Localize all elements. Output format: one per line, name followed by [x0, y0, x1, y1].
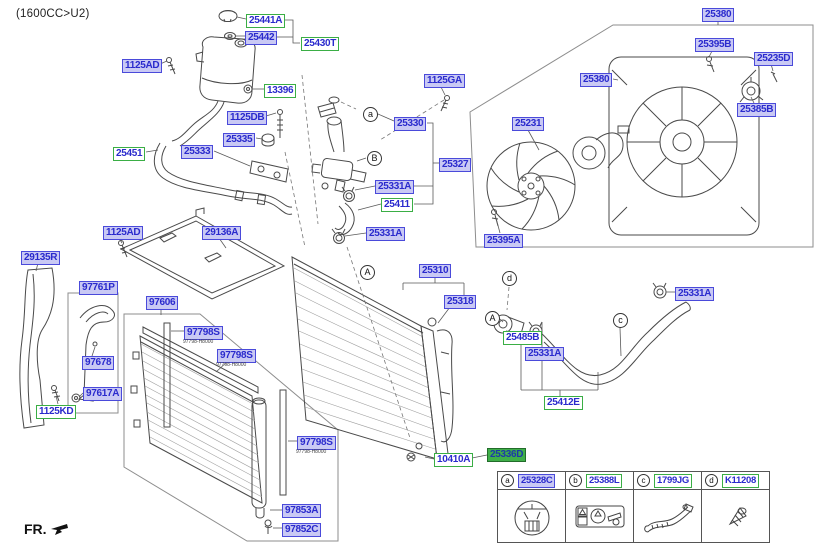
- reservoir-hose-drawing: [153, 142, 293, 215]
- legend-letter-c: c: [637, 474, 650, 487]
- legend-col-d: d K11208: [702, 472, 769, 542]
- callout-circle-A: A: [360, 265, 375, 280]
- part-label-25331A[interactable]: 25331A: [675, 287, 715, 301]
- legend-header-c: c 1799JG: [634, 472, 701, 490]
- callout-circle-c: c: [613, 313, 628, 328]
- part-label-25380[interactable]: 25380: [580, 73, 613, 87]
- part-label-25380[interactable]: 25380: [702, 8, 735, 22]
- part-label-25336D[interactable]: 25336D: [487, 448, 527, 462]
- part-label-97853A[interactable]: 97853A: [282, 504, 322, 518]
- callout-circle-a: a: [363, 107, 378, 122]
- legend-letter-a: a: [501, 474, 514, 487]
- part-label-10410A[interactable]: 10410A: [434, 453, 474, 467]
- legend-letter-d: d: [705, 474, 718, 487]
- part-label-25331A[interactable]: 25331A: [366, 227, 406, 241]
- part-label-25442[interactable]: 25442: [245, 31, 278, 45]
- legend-code-1799JG[interactable]: 1799JG: [654, 473, 693, 488]
- legend-header-b: b 25388L: [566, 472, 633, 490]
- part-label-97761P[interactable]: 97761P: [79, 281, 118, 295]
- part-label-25310[interactable]: 25310: [419, 264, 452, 278]
- clip-icon: [728, 507, 747, 527]
- drain-hose-icon: [643, 503, 694, 533]
- radiator-drawing: [291, 256, 454, 463]
- legend-letter-b: b: [569, 474, 582, 487]
- legend-code-25328C[interactable]: 25328C: [518, 473, 556, 488]
- fan-section-box: [469, 24, 814, 248]
- part-label-25441A[interactable]: 25441A: [246, 14, 286, 28]
- callout-circle-d: d: [502, 271, 517, 286]
- part-label-25395B[interactable]: 25395B: [695, 38, 735, 52]
- reservoir-bracket-drawing: [249, 109, 289, 183]
- part-label-25335[interactable]: 25335: [223, 133, 256, 147]
- condenser-bracket-drawing: [71, 305, 115, 403]
- legend-col-c: c 1799JG: [634, 472, 702, 542]
- legend-header-a: a 25328C: [498, 472, 565, 490]
- part-subcode-97798S: 97798-H8000: [183, 339, 214, 345]
- part-label-25485B[interactable]: 25485B: [503, 331, 543, 345]
- part-label-25395A[interactable]: 25395A: [484, 234, 524, 248]
- part-label-25331A[interactable]: 25331A: [375, 180, 415, 194]
- front-direction-marker: FR.: [24, 521, 69, 537]
- engine-variant-note: (1600CC>U2): [16, 8, 90, 20]
- part-label-1125AD[interactable]: 1125AD: [122, 59, 163, 73]
- part-label-29135R[interactable]: 29135R: [21, 251, 61, 265]
- part-label-1125GA[interactable]: 1125GA: [424, 74, 465, 88]
- legend-code-25388L[interactable]: 25388L: [586, 473, 623, 488]
- part-label-1125KD[interactable]: 1125KD: [36, 405, 77, 419]
- part-label-97798S[interactable]: 97798S: [297, 436, 336, 450]
- part-label-1125DB[interactable]: 1125DB: [227, 111, 268, 125]
- legend-code-K11208[interactable]: K11208: [722, 473, 759, 488]
- cap-warning-label-icon: [514, 500, 549, 536]
- section-boxes: [67, 24, 814, 542]
- part-label-25231[interactable]: 25231: [512, 117, 545, 131]
- part-label-97678[interactable]: 97678: [82, 356, 115, 370]
- legend-col-b: b 25388L: [566, 472, 634, 542]
- part-label-97617A[interactable]: 97617A: [83, 387, 123, 401]
- part-label-25451[interactable]: 25451: [113, 147, 146, 161]
- part-label-29136A[interactable]: 29136A: [202, 226, 242, 240]
- part-subcode-97798S: 97798-H8000: [216, 362, 247, 368]
- part-label-25411[interactable]: 25411: [381, 198, 413, 212]
- callout-circle-B: B: [367, 151, 382, 166]
- part-label-97798S[interactable]: 97798S: [184, 326, 223, 340]
- leader-lines: [35, 16, 774, 529]
- part-label-25235D[interactable]: 25235D: [754, 52, 794, 66]
- condenser-drawing: [130, 322, 287, 534]
- fan-assembly-drawing: [486, 56, 778, 236]
- part-label-1125AD[interactable]: 1125AD: [103, 226, 144, 240]
- lower-hose-drawing: [493, 282, 691, 385]
- caution-label-icon: [575, 505, 624, 528]
- part-label-25318[interactable]: 25318: [444, 295, 477, 309]
- filler-neck-assembly-drawing: [311, 95, 450, 244]
- part-label-97852C[interactable]: 97852C: [282, 523, 322, 537]
- air-guard-drawing: [118, 207, 286, 300]
- condenser-section-box: [123, 313, 339, 542]
- part-label-13396[interactable]: 13396: [264, 84, 297, 98]
- legend-header-d: d K11208: [702, 472, 769, 490]
- part-label-25327[interactable]: 25327: [439, 158, 472, 172]
- part-label-25412E[interactable]: 25412E: [544, 396, 583, 410]
- fr-label: FR.: [24, 521, 47, 537]
- legend-col-a: a 25328C: [498, 472, 566, 542]
- part-label-97606[interactable]: 97606: [146, 296, 179, 310]
- reservoir-tank-drawing: [166, 10, 256, 147]
- front-arrow-icon: [50, 524, 68, 535]
- callout-circle-A: A: [485, 311, 500, 326]
- part-subcode-97798S: 97798-H8000: [296, 449, 327, 455]
- legend-table: a 25328C b 25388L: [497, 471, 770, 543]
- part-label-97798S[interactable]: 97798S: [217, 349, 256, 363]
- part-label-25333[interactable]: 25333: [181, 145, 214, 159]
- part-label-25331A[interactable]: 25331A: [525, 347, 565, 361]
- side-deflector-drawing: [19, 267, 61, 429]
- part-label-25430T[interactable]: 25430T: [301, 37, 340, 51]
- part-label-25330[interactable]: 25330: [394, 117, 427, 131]
- part-label-25385B[interactable]: 25385B: [737, 103, 777, 117]
